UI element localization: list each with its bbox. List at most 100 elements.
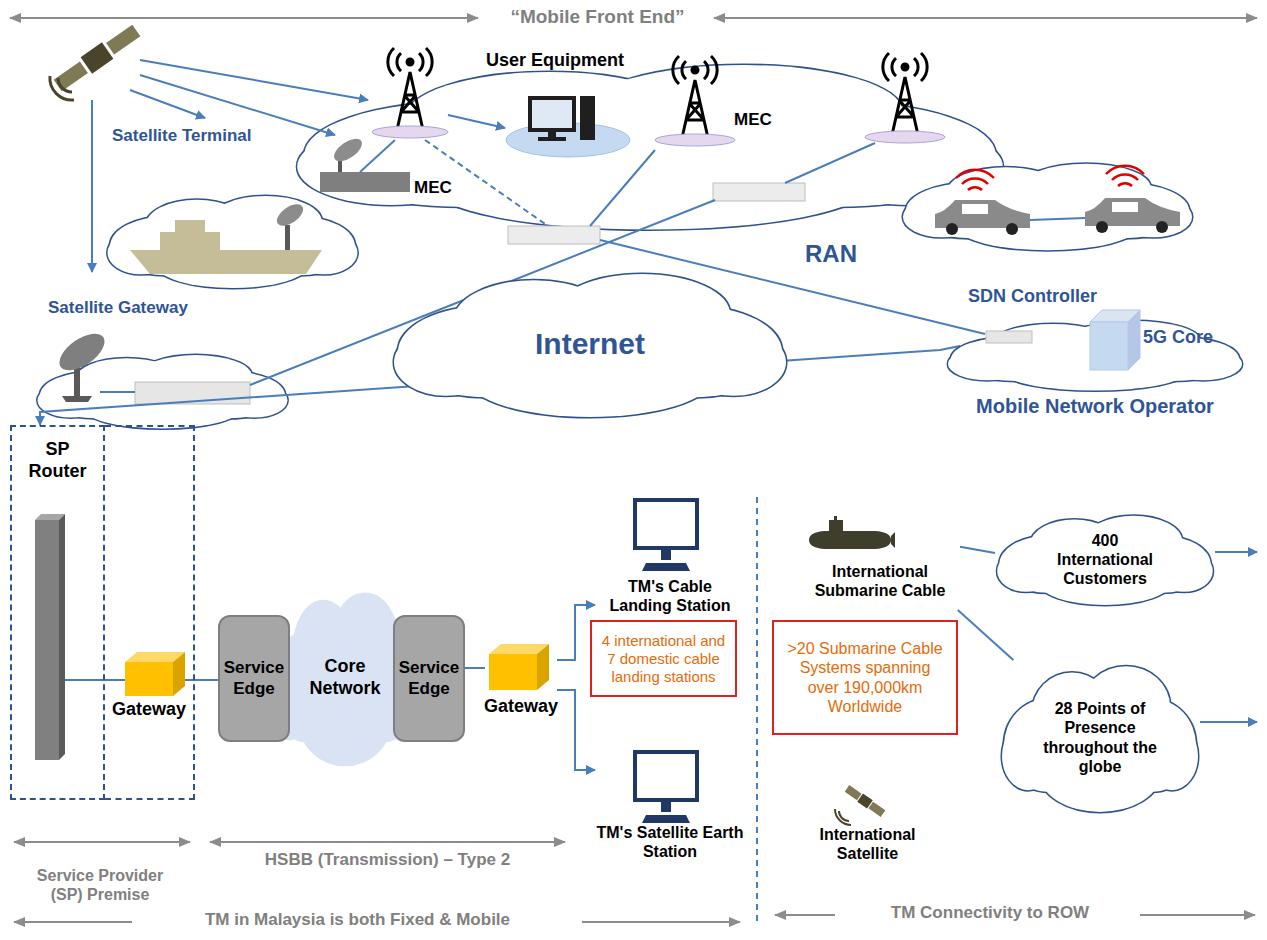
router-icon (35, 514, 65, 760)
gateway-cube-part-part (537, 644, 549, 690)
computer-icon-part (580, 96, 595, 140)
car-icon (935, 198, 1180, 235)
router-icon-part (35, 520, 59, 760)
node-text: Mobile Network Operator (945, 394, 1245, 418)
controller-device-part-part (986, 331, 1032, 343)
switch-device (508, 226, 600, 244)
car-icon-part (1096, 221, 1108, 233)
span-arrow-part (1140, 914, 1255, 916)
service-edge-box: Service Edge (218, 615, 290, 742)
station-icon-part-part (661, 548, 671, 560)
satellite-icon-part-part (835, 809, 851, 825)
ship-icon-part (285, 225, 290, 250)
link-line-part (140, 60, 368, 100)
node-text: 28 Points of Presence throughout the glo… (1038, 699, 1162, 776)
station-icon-part-part (635, 500, 697, 548)
station-icon-part (632, 497, 704, 575)
core-cube-part-part (1128, 310, 1140, 370)
link-line-part (91, 100, 93, 272)
submarine-icon-part-part (829, 520, 843, 532)
car-icon-part (1006, 223, 1018, 235)
ship-icon-part (160, 232, 220, 250)
mec-equipment-part (330, 134, 365, 165)
connector (958, 610, 1014, 660)
mec-equipment-part (320, 172, 410, 192)
computer-icon-part (530, 98, 574, 130)
node-text: >20 Submarine Cable Systems spanning ove… (784, 639, 946, 716)
car-link (1030, 218, 1085, 220)
node-text: Internet (535, 326, 645, 362)
signal-waves (50, 76, 74, 100)
diagram-label: RAN (805, 240, 875, 269)
diagram-label: MEC (734, 110, 784, 130)
station-icon-part (632, 749, 704, 827)
car-icon-part (1112, 202, 1138, 212)
diagram-label: HSBB (Transmission) – Type 2 (210, 850, 565, 870)
gateway-cube (125, 652, 185, 696)
connector (465, 667, 485, 669)
node-text: 4 international and 7 domestic cable lan… (598, 632, 729, 686)
connector (195, 679, 218, 681)
gateway-dish (53, 326, 111, 402)
node-text: 5G Core (1143, 327, 1240, 349)
service-edge-box: Service Edge (393, 615, 465, 742)
tower-disc (655, 134, 735, 146)
cell-tower (673, 56, 717, 138)
link-line (92, 60, 985, 385)
link-line-part (130, 90, 205, 118)
station-icon-part-part (635, 752, 697, 800)
station-icon-part-part (642, 563, 690, 571)
link-line (100, 391, 135, 393)
diagram-label: Satellite Terminal (112, 126, 282, 146)
node-text: Gateway (105, 699, 193, 721)
station-icon: TM's Cable Landing Station (595, 493, 745, 615)
diagram-label: TM Connectivity to ROW (840, 903, 1140, 923)
cloud-node-part-part (1002, 666, 1198, 812)
station-icon: TM's Satellite Earth Station (595, 745, 745, 870)
car-cloud (903, 164, 1192, 250)
satellite-icon-part (833, 785, 893, 825)
satellite-icon-part (81, 42, 114, 73)
link-line-part (448, 115, 505, 128)
switch-device (713, 183, 805, 201)
tower-disc (865, 131, 945, 143)
computer-icon-part (538, 137, 566, 141)
cloud-node-part-part (948, 321, 1242, 391)
span-arrow-part (714, 17, 1257, 19)
span-arrow-part (775, 914, 835, 916)
diagram-label: User Equipment (486, 50, 656, 72)
satellite-icon-part-part-part (868, 802, 885, 817)
span-arrow-part (14, 841, 190, 843)
controller-device-part (985, 330, 1035, 346)
satellite-icon-part (106, 25, 140, 55)
wireless-signal (956, 166, 1144, 190)
cloud-node-part-part (997, 516, 1213, 605)
submarine-icon-part (805, 516, 895, 552)
diagram-label: “Mobile Front End” (485, 6, 710, 29)
node-text: SDN Controller (968, 286, 1125, 308)
ship-cloud (108, 196, 358, 288)
gateway-dish-part (62, 396, 92, 402)
wireless-signal-part (1106, 166, 1144, 186)
cell-tower (388, 48, 432, 130)
computer-icon (506, 96, 630, 157)
node-text: International Submarine Cable (800, 562, 960, 600)
node-text: Core Network (298, 656, 392, 699)
node-text: Service Edge (397, 658, 461, 699)
submarine-icon-part-part (809, 531, 891, 549)
diagram-label: TM in Malaysia is both Fixed & Mobile (135, 910, 580, 930)
cloud-node-part-part (394, 274, 786, 417)
ship-icon-part (273, 200, 307, 230)
gateway-dish-part (53, 326, 111, 377)
cloud-node-part (1000, 660, 1200, 815)
dashed-box: SP Router (10, 425, 105, 800)
car-icon-part (1156, 221, 1168, 233)
core-cube-part-part (1090, 322, 1128, 370)
span-arrow-part (14, 921, 132, 923)
node-text: 400 International Customers (1047, 531, 1163, 589)
node-text: Service Edge (222, 658, 286, 699)
car-icon-part (946, 223, 958, 235)
span-arrow-part (210, 841, 565, 843)
note-box: >20 Submarine Cable Systems spanning ove… (772, 620, 958, 735)
gateway-cube-part (125, 662, 173, 696)
